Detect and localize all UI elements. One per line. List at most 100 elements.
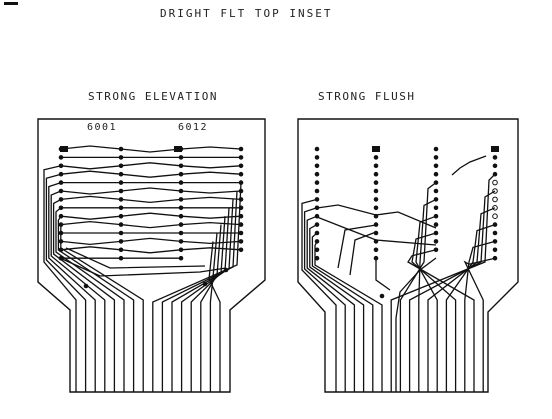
right-pad [433,222,439,227]
left-pad [178,239,184,244]
right-board-outline [297,118,519,393]
right-pad [433,171,439,177]
right-pad [314,213,320,219]
right-pad [373,197,379,202]
left-pad [178,205,184,211]
right-pad [373,247,379,253]
left-trace [120,173,182,178]
left-trace [120,162,182,167]
right-trace [375,258,391,291]
left-trace [60,246,122,251]
chip-label-a: 6001 [87,122,118,133]
right-finger-trace [445,223,496,392]
left-trace [120,249,182,254]
right-finger-trace [303,207,346,392]
right-pad [373,230,379,236]
left-pad [202,281,208,287]
left-pad [238,180,244,185]
right-pad [492,188,498,194]
left-trace [60,215,122,220]
left-pad [118,230,124,236]
right-pad [373,222,379,227]
right-pad [492,255,498,261]
right-pad [492,247,498,253]
chip-label-b: 6012 [178,122,209,133]
right-pad [373,155,379,160]
left-pad [238,146,244,152]
left-pad [178,163,184,169]
right-pcb-panel [297,118,519,393]
right-finger-trace [418,198,437,392]
right-pad [373,163,379,169]
left-trace [60,240,122,246]
right-finger-trace [306,215,356,392]
right-finger-trace [407,249,475,392]
left-pad [118,247,124,253]
left-finger-trace [52,198,116,392]
right-pad [373,255,379,261]
right-pad [373,171,379,177]
left-pad [118,197,124,202]
left-trace [180,215,242,219]
right-pad [373,213,379,219]
left-pad [178,180,184,185]
left-pad [58,163,64,169]
right-trace [451,155,487,176]
right-pad [433,205,439,211]
left-pad [238,239,244,244]
left-trace [60,220,122,226]
left-pad [118,155,124,160]
right-pad [433,163,439,169]
left-finger-trace [180,207,230,392]
right-pad [492,222,498,227]
left-pad [238,155,244,160]
right-finger-trace [399,182,437,392]
right-pad [492,205,498,211]
right-trace [316,216,437,246]
left-pad [58,255,64,261]
right-pad [492,196,498,203]
right-pad [492,179,498,186]
left-pad [238,247,244,253]
right-pad [433,155,439,160]
left-finger-trace [60,224,144,392]
right-pad [433,239,439,244]
left-pad [178,197,184,202]
left-trace [120,187,182,192]
right-pad [373,205,379,211]
left-board-outline [37,118,266,393]
left-pad [118,163,124,169]
left-pad [238,188,244,194]
right-pad [433,146,439,152]
left-pad [118,180,124,185]
left-finger-trace [200,224,222,392]
left-trace [180,190,242,194]
right-finger-trace [464,240,496,392]
right-pad [373,180,379,185]
right-panel-label: STRONG FLUSH [318,90,416,103]
left-trace [180,196,242,201]
right-pad [379,293,385,299]
left-pad [238,213,244,219]
right-trace [395,257,437,392]
left-pad [118,222,124,227]
right-finger-trace [314,241,383,392]
right-pad [373,188,379,194]
left-finger-trace [45,173,87,392]
left-trace [60,195,122,201]
left-finger-trace [161,190,238,392]
left-pad [58,155,64,160]
right-pin1-pad [372,146,380,152]
left-trace [180,146,242,150]
right-pad [433,188,439,194]
right-pad [433,180,439,185]
left-trace [60,170,122,175]
left-pad [58,180,64,185]
left-pad [58,171,64,177]
right-pad [314,197,320,202]
left-pad [238,171,244,177]
right-pad [314,222,320,227]
left-pad [58,188,64,194]
right-pad [433,230,439,236]
